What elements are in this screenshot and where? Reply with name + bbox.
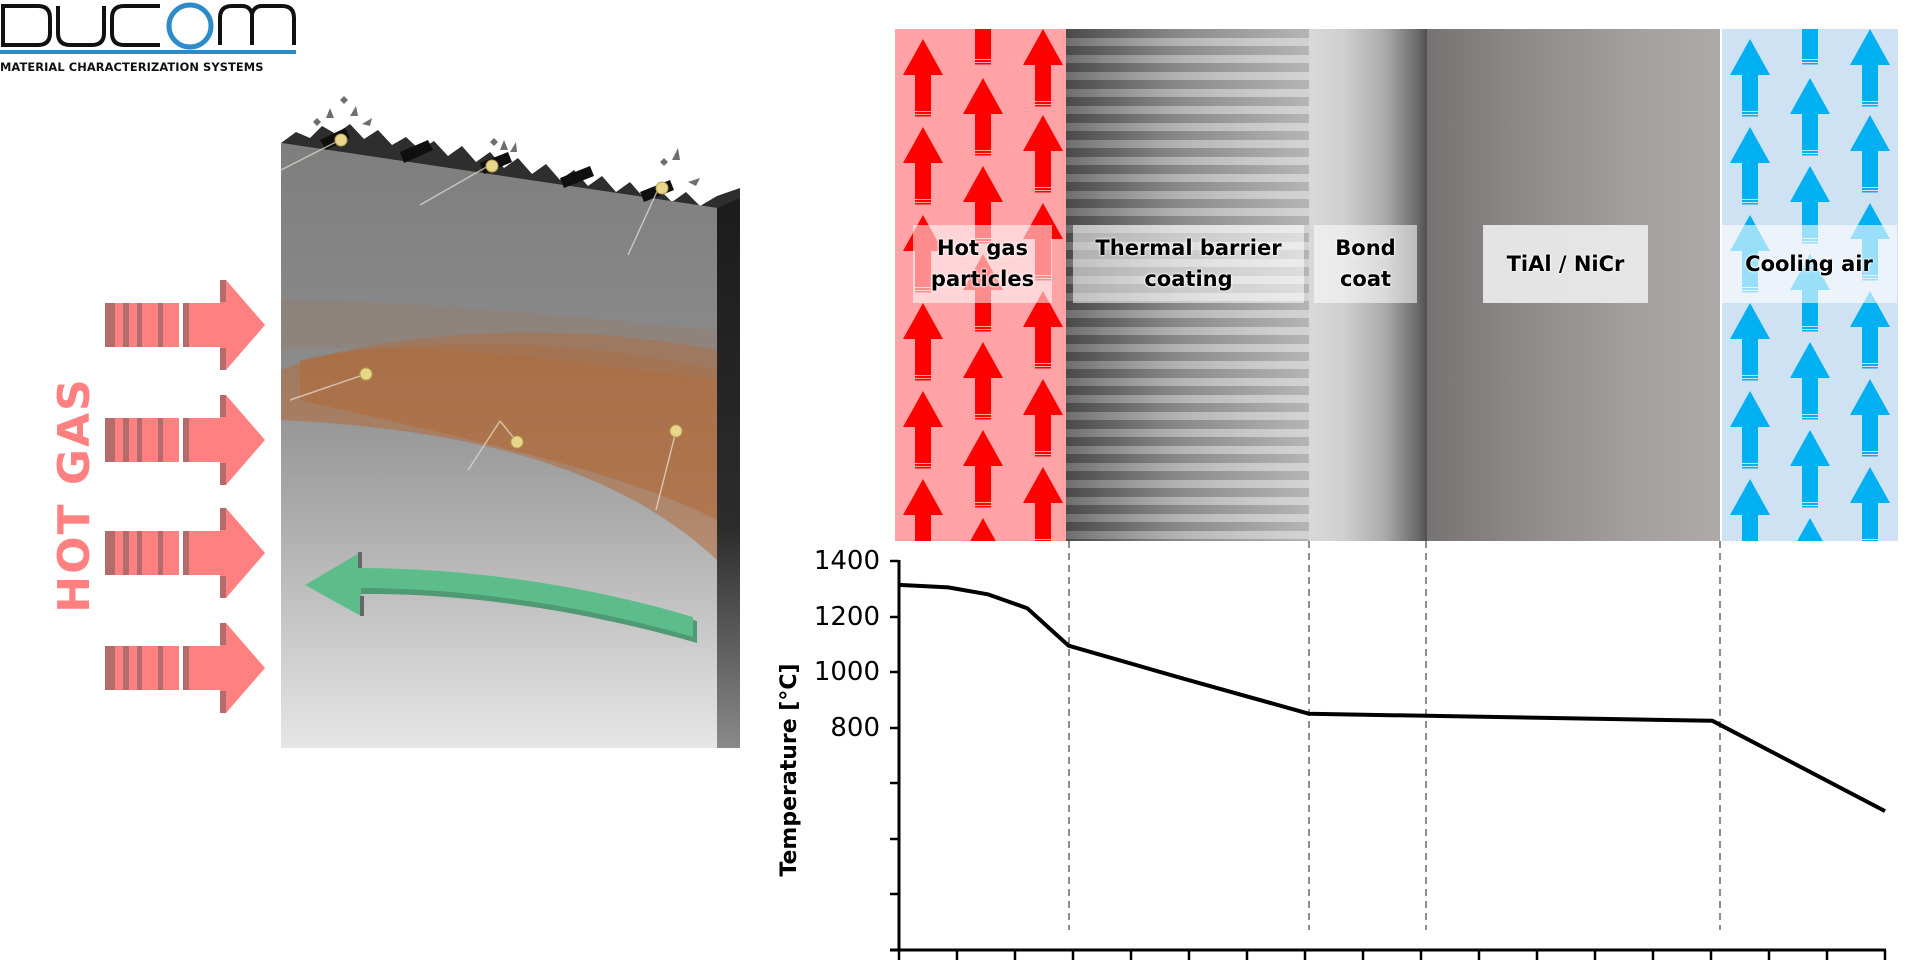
y-tick-label-800: 800: [830, 713, 880, 743]
particle-icon: [655, 181, 669, 195]
y-tick-label-1400: 1400: [813, 546, 880, 576]
chart-axes: [890, 560, 1886, 952]
hot-gas-arrows: [105, 280, 265, 713]
logo-tagline: MATERIAL CHARACTERIZATION SYSTEMS: [0, 60, 264, 74]
hot-gas-arrow-icon: [105, 395, 265, 485]
blade-front-face: [281, 143, 717, 748]
particle-icon: [334, 133, 348, 147]
particle-icon: [669, 424, 683, 438]
y-tick-label-1200: 1200: [813, 602, 880, 632]
hot-gas-arrow-icon: [105, 508, 265, 598]
hot-gas-arrow-icon: [105, 280, 265, 370]
temperature-profile-chart: [890, 541, 1887, 960]
turbine-blade-illustration: [105, 96, 740, 748]
y-tick-label-1000: 1000: [813, 657, 880, 687]
ducom-wordmark-icon: [0, 2, 296, 54]
hot-gas-particles: [334, 133, 683, 449]
particle-trails: [280, 139, 677, 511]
particle-icon: [510, 435, 524, 449]
label-substrate: TiAl / NiCr: [1483, 225, 1648, 303]
label-cooling-air: Cooling air: [1721, 225, 1897, 303]
y-axis-title: Temperature [°C]: [777, 663, 802, 877]
hot-gas-label: HOT GAS: [49, 377, 100, 613]
ducom-logo: MATERIAL CHARACTERIZATION SYSTEMS: [0, 0, 300, 80]
x-ticks: [897, 950, 1887, 960]
layer-boundary-lines: [1068, 541, 1721, 930]
cooling-flow-arrow-icon: [305, 552, 697, 643]
eroded-fragments: [313, 96, 700, 186]
hot-gas-arrow-icon: [105, 623, 265, 713]
blade-side-face: [717, 198, 740, 748]
particle-icon: [359, 367, 373, 381]
particle-icon: [485, 159, 499, 173]
temperature-curve: [898, 582, 1886, 813]
y-ticks: [890, 559, 899, 896]
